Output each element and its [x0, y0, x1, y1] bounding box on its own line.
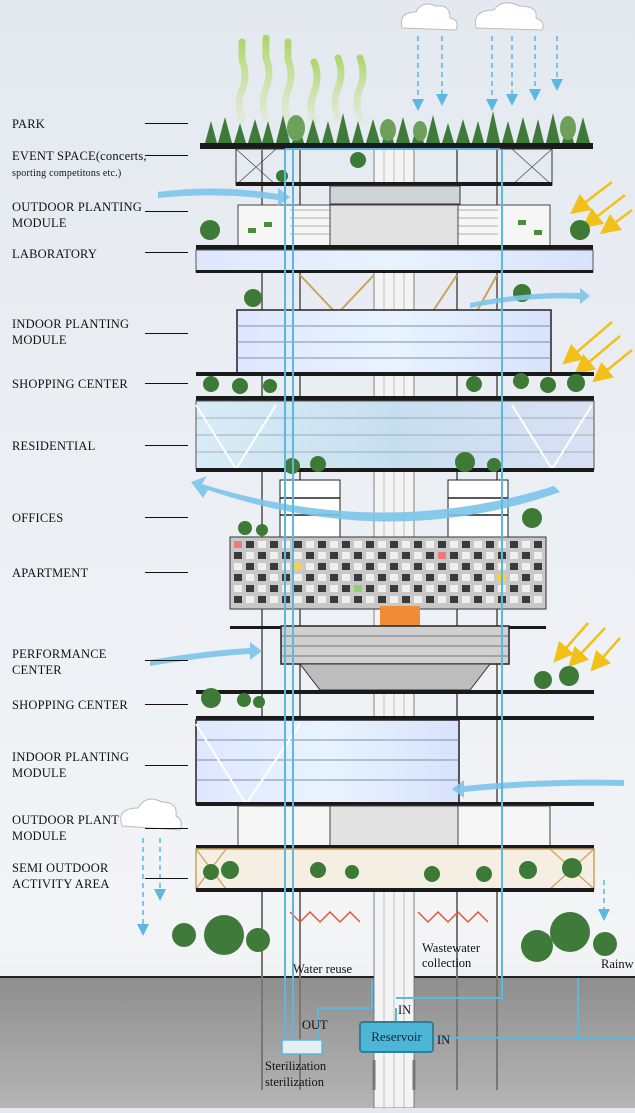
park-trees	[205, 111, 590, 143]
water-pipes	[284, 148, 635, 1040]
leader-line	[145, 660, 188, 661]
leader-line	[145, 828, 188, 829]
label-laboratory: LABORATORY	[12, 247, 98, 261]
indoor-planting-bottom	[195, 719, 460, 805]
leader-line	[145, 704, 188, 705]
sterilization-tank	[281, 1039, 323, 1055]
cloud-icon	[120, 2, 544, 831]
sunlight-arrows	[553, 181, 633, 672]
label-apartment: APARTMENT	[12, 566, 89, 580]
reservoir-box: Reservoir	[359, 1021, 434, 1053]
in-right-label: IN	[437, 1033, 451, 1047]
label-event-space: EVENT SPACE(concerts,sporting competiton…	[12, 149, 147, 179]
leader-line	[145, 765, 188, 766]
label-park: PARK	[12, 117, 45, 131]
roof-slab	[200, 143, 593, 149]
label-residential: RESIDENTIAL	[12, 439, 96, 453]
out-label: OUT	[302, 1018, 328, 1032]
leader-line	[145, 572, 188, 573]
leader-line	[145, 383, 188, 384]
label-shopping-top: SHOPPING CENTER	[12, 377, 128, 391]
water-reuse-label: Water reuse	[293, 962, 353, 976]
leader-line	[145, 252, 188, 253]
in-top-label: IN	[398, 1003, 412, 1017]
leader-line	[145, 211, 188, 212]
leader-line	[145, 155, 188, 156]
oxygen-arrows	[235, 34, 367, 126]
shopping-trees	[203, 373, 585, 394]
leader-line	[145, 123, 188, 124]
leader-line	[145, 517, 188, 518]
leader-line	[145, 445, 188, 446]
label-shopping-bottom: SHOPPING CENTER	[12, 698, 128, 712]
rain-arrows	[137, 36, 610, 936]
performance-center	[280, 625, 510, 665]
leader-line	[145, 333, 188, 334]
rainwater-label: Rainw	[601, 957, 634, 971]
ground-trees	[172, 912, 617, 962]
leader-line	[145, 878, 188, 879]
label-offices: OFFICES	[12, 511, 64, 525]
laboratory	[195, 249, 594, 273]
